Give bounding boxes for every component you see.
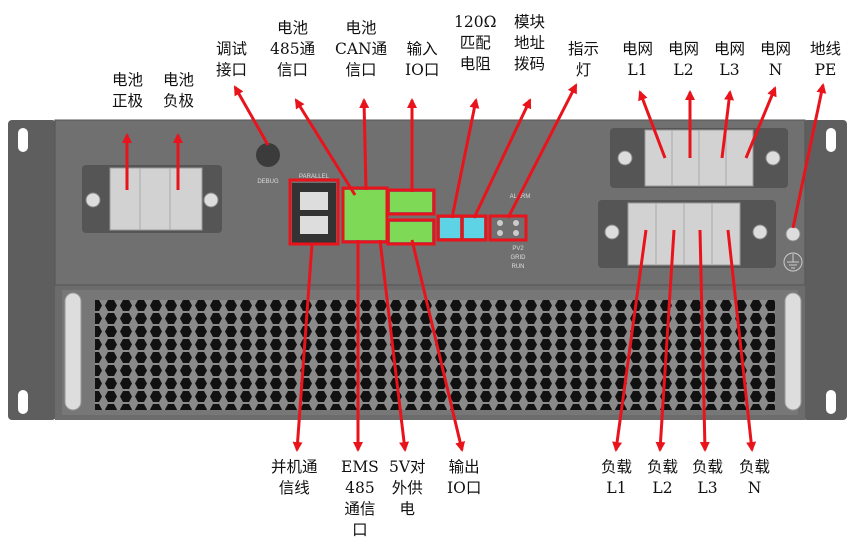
fan-vent-grille [62, 290, 802, 415]
debug-port [256, 143, 280, 167]
label-address-dip: 模块地址拨码 [514, 13, 546, 73]
arrow-grid-n [744, 86, 777, 159]
indicator-pv2-label: PV2 [512, 246, 524, 252]
load-terminal-block [598, 200, 776, 268]
pe-screw [785, 226, 801, 242]
parallel-rj45-ports: PARALLEL [288, 174, 340, 246]
battery-terminal-block [82, 165, 222, 233]
label-5v-supply: 5V对外供电 [389, 458, 426, 518]
label-debug-port: 调试接口 [216, 40, 248, 79]
arrow-dip [472, 98, 532, 219]
label-battery-negative: 电池负极 [163, 71, 195, 110]
address-dip-switch [460, 214, 488, 242]
comm-terminal-block [341, 186, 389, 244]
arrow-supply5v [378, 239, 410, 452]
arrow-grid-l1 [638, 90, 667, 159]
label-indicator-led: 指示灯 [568, 40, 600, 79]
arrow-debug [233, 85, 270, 146]
arrow-load-l3 [698, 229, 710, 452]
arrow-rs485 [294, 98, 357, 196]
arrow-load-l2 [655, 229, 676, 452]
arrow-can [359, 98, 370, 191]
arrow-load-n [726, 229, 757, 452]
arrow-grid-l3 [720, 90, 735, 159]
arrow-parallel [292, 243, 314, 452]
output-io-terminal [386, 218, 436, 246]
arrow-load-l1 [612, 229, 648, 452]
arrow-led [506, 83, 578, 219]
termination-resistor-switch [436, 214, 464, 242]
arrow-output-io [410, 239, 466, 452]
left-rack-ear [8, 120, 56, 420]
debug-port-label: DEBUG [257, 179, 279, 185]
indicator-grid-label: GRID [511, 255, 527, 261]
arrow-pe [791, 83, 827, 229]
arrow-resistor [450, 98, 480, 219]
right-rack-ear [803, 120, 847, 420]
label-parallel-comm: 并机通信线 [271, 458, 318, 497]
label-battery-positive: 电池正极 [112, 71, 144, 110]
parallel-port-label: PARALLEL [299, 174, 330, 180]
ground-symbol-icon [783, 252, 803, 272]
indicator-run-label: RUN [512, 264, 525, 270]
input-io-terminal [386, 188, 436, 216]
grid-terminal-block [610, 128, 788, 188]
